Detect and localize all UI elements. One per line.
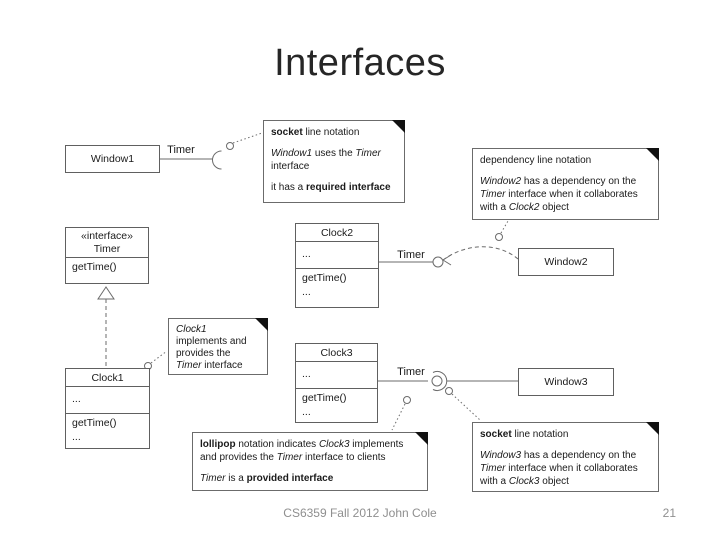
class-box-window2: Window2 bbox=[518, 248, 614, 276]
attributes-compartment: ... bbox=[296, 361, 377, 388]
stereotype: «interface» bbox=[81, 230, 133, 242]
class-name: Clock1 bbox=[91, 372, 124, 384]
edge-label-timer-lollipop: Timer bbox=[397, 249, 425, 261]
page-number: 21 bbox=[662, 506, 676, 520]
class-box-window3: Window3 bbox=[518, 368, 614, 396]
class-name: Clock3 bbox=[320, 347, 353, 359]
class-name: Clock2 bbox=[320, 227, 354, 239]
attributes-compartment: ... bbox=[296, 241, 378, 268]
class-box-clock2: Clock2 ... getTime() ... bbox=[295, 223, 379, 308]
class-name: Window2 bbox=[544, 256, 588, 268]
realization-arrow bbox=[97, 286, 115, 368]
note-lollipop-notation: lollipop notation indicates Clock3 imple… bbox=[192, 432, 428, 491]
operations-compartment: getTime() bbox=[66, 257, 148, 276]
interface-box-timer: «interface» Timer getTime() bbox=[65, 227, 149, 284]
interface-name: Timer bbox=[93, 243, 121, 255]
operations-compartment: getTime() ... bbox=[296, 268, 378, 301]
edge-label-timer-socket: Timer bbox=[167, 144, 195, 156]
edge-label-timer-ball-socket: Timer bbox=[397, 366, 425, 378]
ball-and-socket-connector bbox=[378, 371, 518, 431]
class-box-window1: Window1 bbox=[65, 145, 160, 173]
note-connector-clock1 bbox=[144, 350, 168, 370]
slide-title: Interfaces bbox=[274, 42, 446, 84]
class-name: Window3 bbox=[544, 376, 588, 388]
operations-compartment: getTime() ... bbox=[296, 388, 377, 421]
operations-compartment: getTime() ... bbox=[66, 413, 149, 446]
class-box-clock1: Clock1 ... getTime() ... bbox=[65, 368, 150, 449]
lollipop-connector-clock2 bbox=[379, 220, 519, 268]
footer-text: CS6359 Fall 2012 John Cole bbox=[283, 506, 437, 520]
interface-header: «interface» Timer bbox=[66, 228, 148, 257]
class-box-clock3: Clock3 ... getTime() ... bbox=[295, 343, 378, 423]
class-name: Window1 bbox=[90, 153, 135, 165]
socket-connector-window1 bbox=[160, 132, 263, 170]
attributes-compartment: ... bbox=[66, 386, 149, 413]
